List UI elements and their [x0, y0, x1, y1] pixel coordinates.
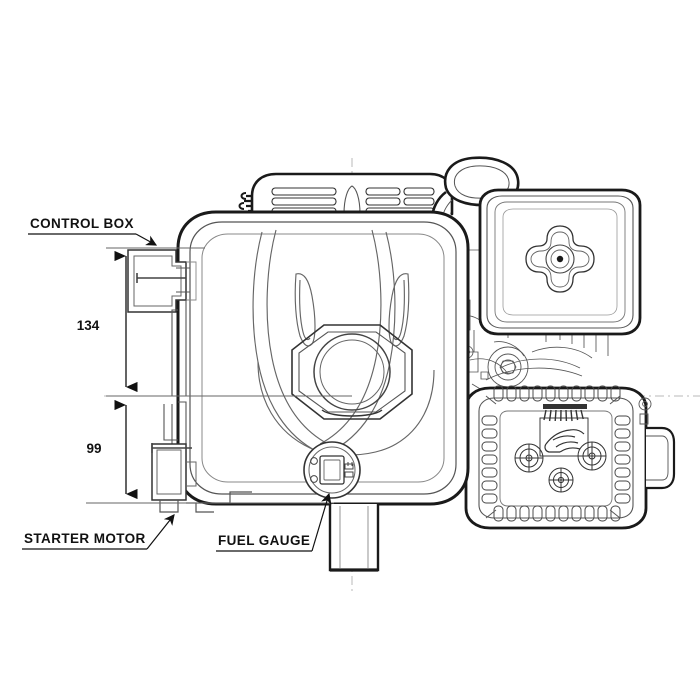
fuel-gauge-window [303, 441, 361, 499]
louvers-top [493, 385, 621, 402]
callout-fuel-gauge: FUEL GAUGE [216, 492, 332, 552]
fastener-bottom [548, 467, 574, 493]
dimension-99: 99 [86, 399, 138, 500]
fuel-gauge-leader [311, 492, 332, 552]
control-box-body [127, 249, 197, 313]
muffler-guard [464, 386, 648, 530]
louvers-bottom [493, 505, 621, 522]
air-cleaner-wing-nut [525, 225, 595, 293]
louvers-right [614, 415, 631, 504]
muffler-guard-fasteners [514, 441, 607, 493]
output-shaft [328, 504, 380, 572]
starter-motor-body [151, 443, 197, 513]
hot-surface-warning [539, 404, 589, 457]
fastener-right [577, 441, 607, 471]
control-box-leader [135, 233, 158, 246]
callout-starter-motor: STARTER MOTOR [22, 514, 175, 550]
muffler-guard-louvers [481, 385, 631, 522]
fastener-left [514, 443, 544, 473]
callout-control-box: CONTROL BOX [28, 216, 158, 246]
dimension-134-value: 134 [77, 318, 100, 333]
starter-motor-leader [146, 514, 175, 550]
fuel-gauge-label: FUEL GAUGE [218, 533, 310, 548]
fuel-cap [291, 324, 413, 420]
starter-motor-label: STARTER MOTOR [24, 531, 146, 546]
dimension-134: 134 [77, 250, 138, 393]
dimension-99-value: 99 [86, 441, 101, 456]
exhaust-outlet-bracket [646, 426, 676, 490]
bracket-detail [638, 397, 669, 481]
control-box-label: CONTROL BOX [30, 216, 134, 231]
dimension-group: 134 99 [77, 247, 352, 504]
louvers-left [481, 415, 498, 504]
extension-lines [86, 247, 352, 504]
